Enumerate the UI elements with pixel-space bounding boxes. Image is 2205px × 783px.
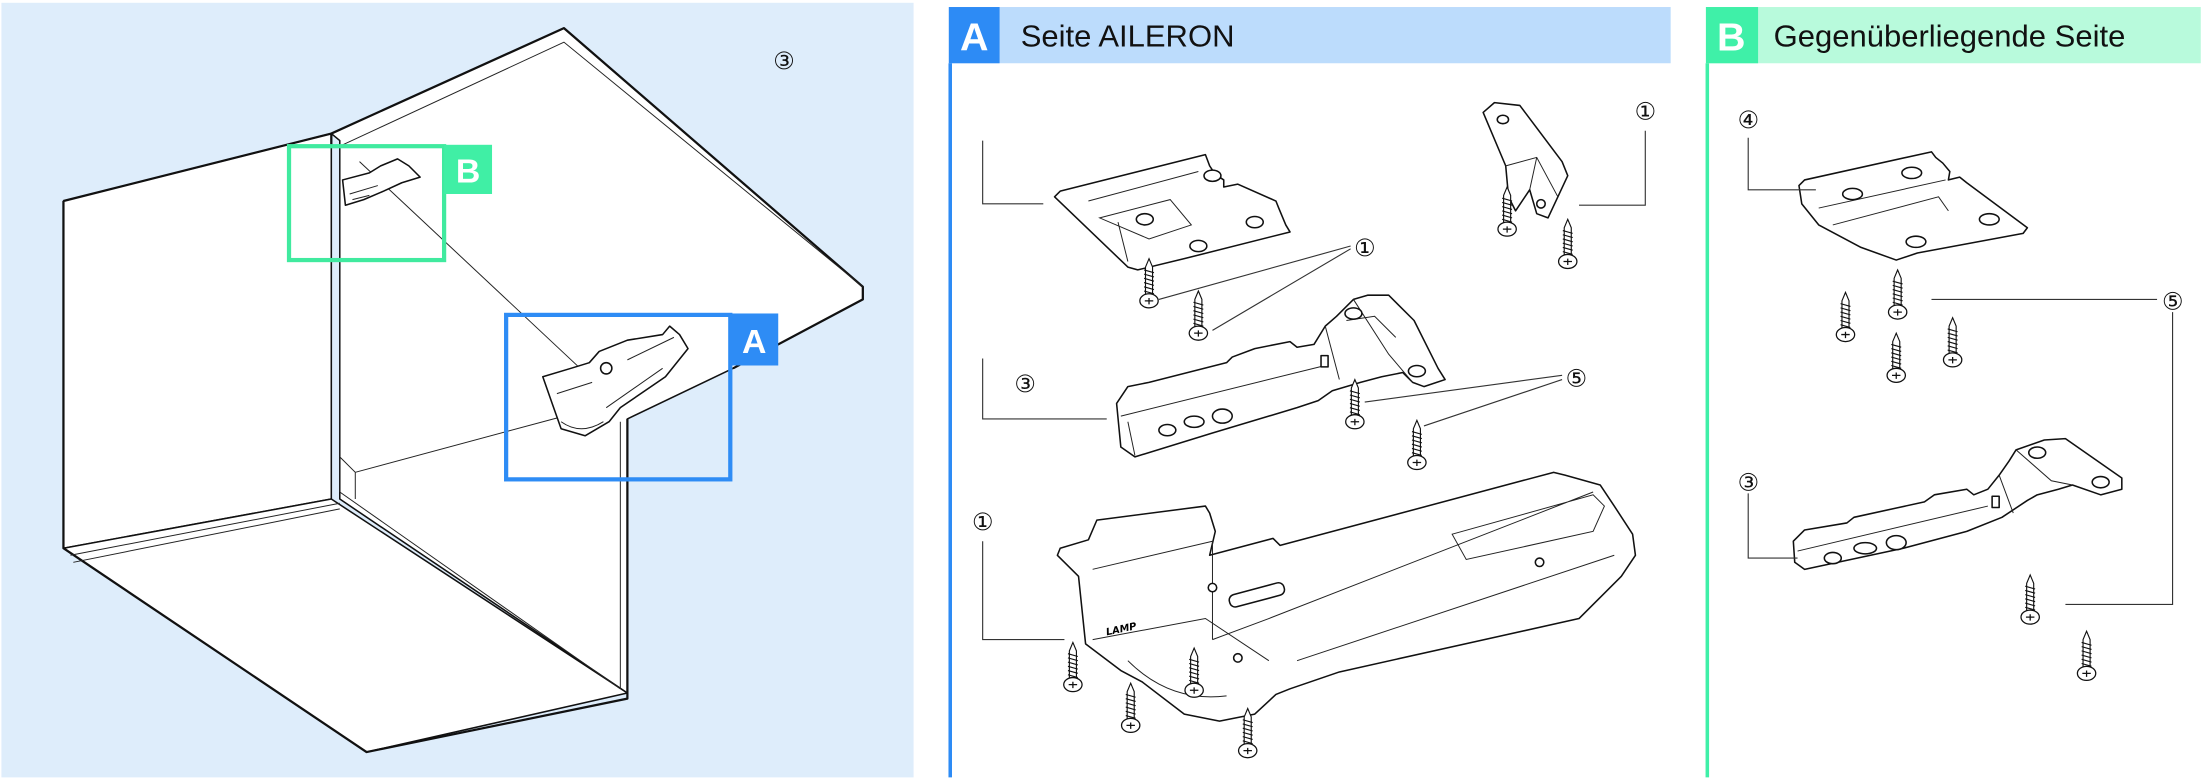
hinge-b (1792, 437, 2123, 571)
callout-hinge: ③ (1014, 370, 1035, 398)
screw (2020, 574, 2040, 625)
leader-line (1931, 298, 2174, 606)
callout-screws-b: ⑤ (2162, 287, 2183, 315)
mounting-plate-b (1798, 151, 2029, 261)
mounting-plate-a (1053, 153, 1291, 271)
detail-box-b (286, 144, 447, 263)
screw (1942, 317, 1963, 368)
side-a-header (948, 7, 1671, 64)
side-a-panel: A Seite AILERON ① ① (948, 7, 1671, 778)
leader-line (1158, 245, 1351, 331)
leader-line (1579, 130, 1646, 206)
screw (2076, 630, 2097, 682)
leader-line (982, 358, 1107, 420)
overview-panel: B A ③ (1, 2, 914, 778)
screw (1407, 419, 1427, 471)
callout-plate-b: ④ (1737, 106, 1758, 134)
callout-bracket: ① (1635, 98, 1656, 126)
screw (1557, 218, 1578, 270)
hinge-b-miniature (341, 158, 421, 207)
screw (1345, 378, 1365, 430)
screw (1063, 641, 1083, 693)
cabinet-drawing (62, 26, 864, 754)
detail-label-a: A (742, 323, 766, 361)
detail-box-a (504, 312, 733, 482)
detail-label-b: B (456, 153, 480, 191)
screw (1887, 269, 1908, 320)
detail-label-a-badge (730, 313, 779, 366)
side-b-title: Gegenüberliegende Seite (1774, 18, 2126, 53)
side-a-letter: A (960, 16, 989, 60)
bracket-a (1482, 101, 1569, 219)
side-a-title: Seite AILERON (1021, 18, 1235, 53)
callout-hinge-b: ③ (1737, 469, 1758, 497)
overview-part-callout: ③ (773, 47, 794, 75)
side-b-letter: B (1717, 16, 1746, 60)
side-b-panel: B Gegenüberliegende Seite ④ ⑤ (1705, 7, 2201, 778)
cabinet-left-side (62, 132, 333, 550)
leader-line (982, 541, 1065, 641)
screw (1188, 290, 1209, 341)
leader-line (982, 140, 1044, 205)
leader-line (1747, 493, 1798, 559)
screw (1120, 682, 1141, 734)
screw (1835, 291, 1856, 343)
side-b-letter-badge (1705, 7, 1759, 64)
leader-line (1747, 137, 1816, 191)
leader-line (1364, 374, 1563, 427)
side-a-letter-badge (948, 7, 1000, 64)
callout-arm: ① (972, 508, 993, 536)
aileron-arm: LAMP (1056, 471, 1637, 722)
hinge-a (1115, 294, 1446, 458)
side-b-header (1705, 7, 2201, 64)
hinge-a-miniature (542, 325, 689, 437)
screw (1886, 332, 1907, 383)
callout-hinge-screws: ⑤ (1565, 365, 1586, 393)
detail-label-b-badge (444, 144, 493, 194)
callout-plate-screws: ① (1354, 234, 1375, 262)
